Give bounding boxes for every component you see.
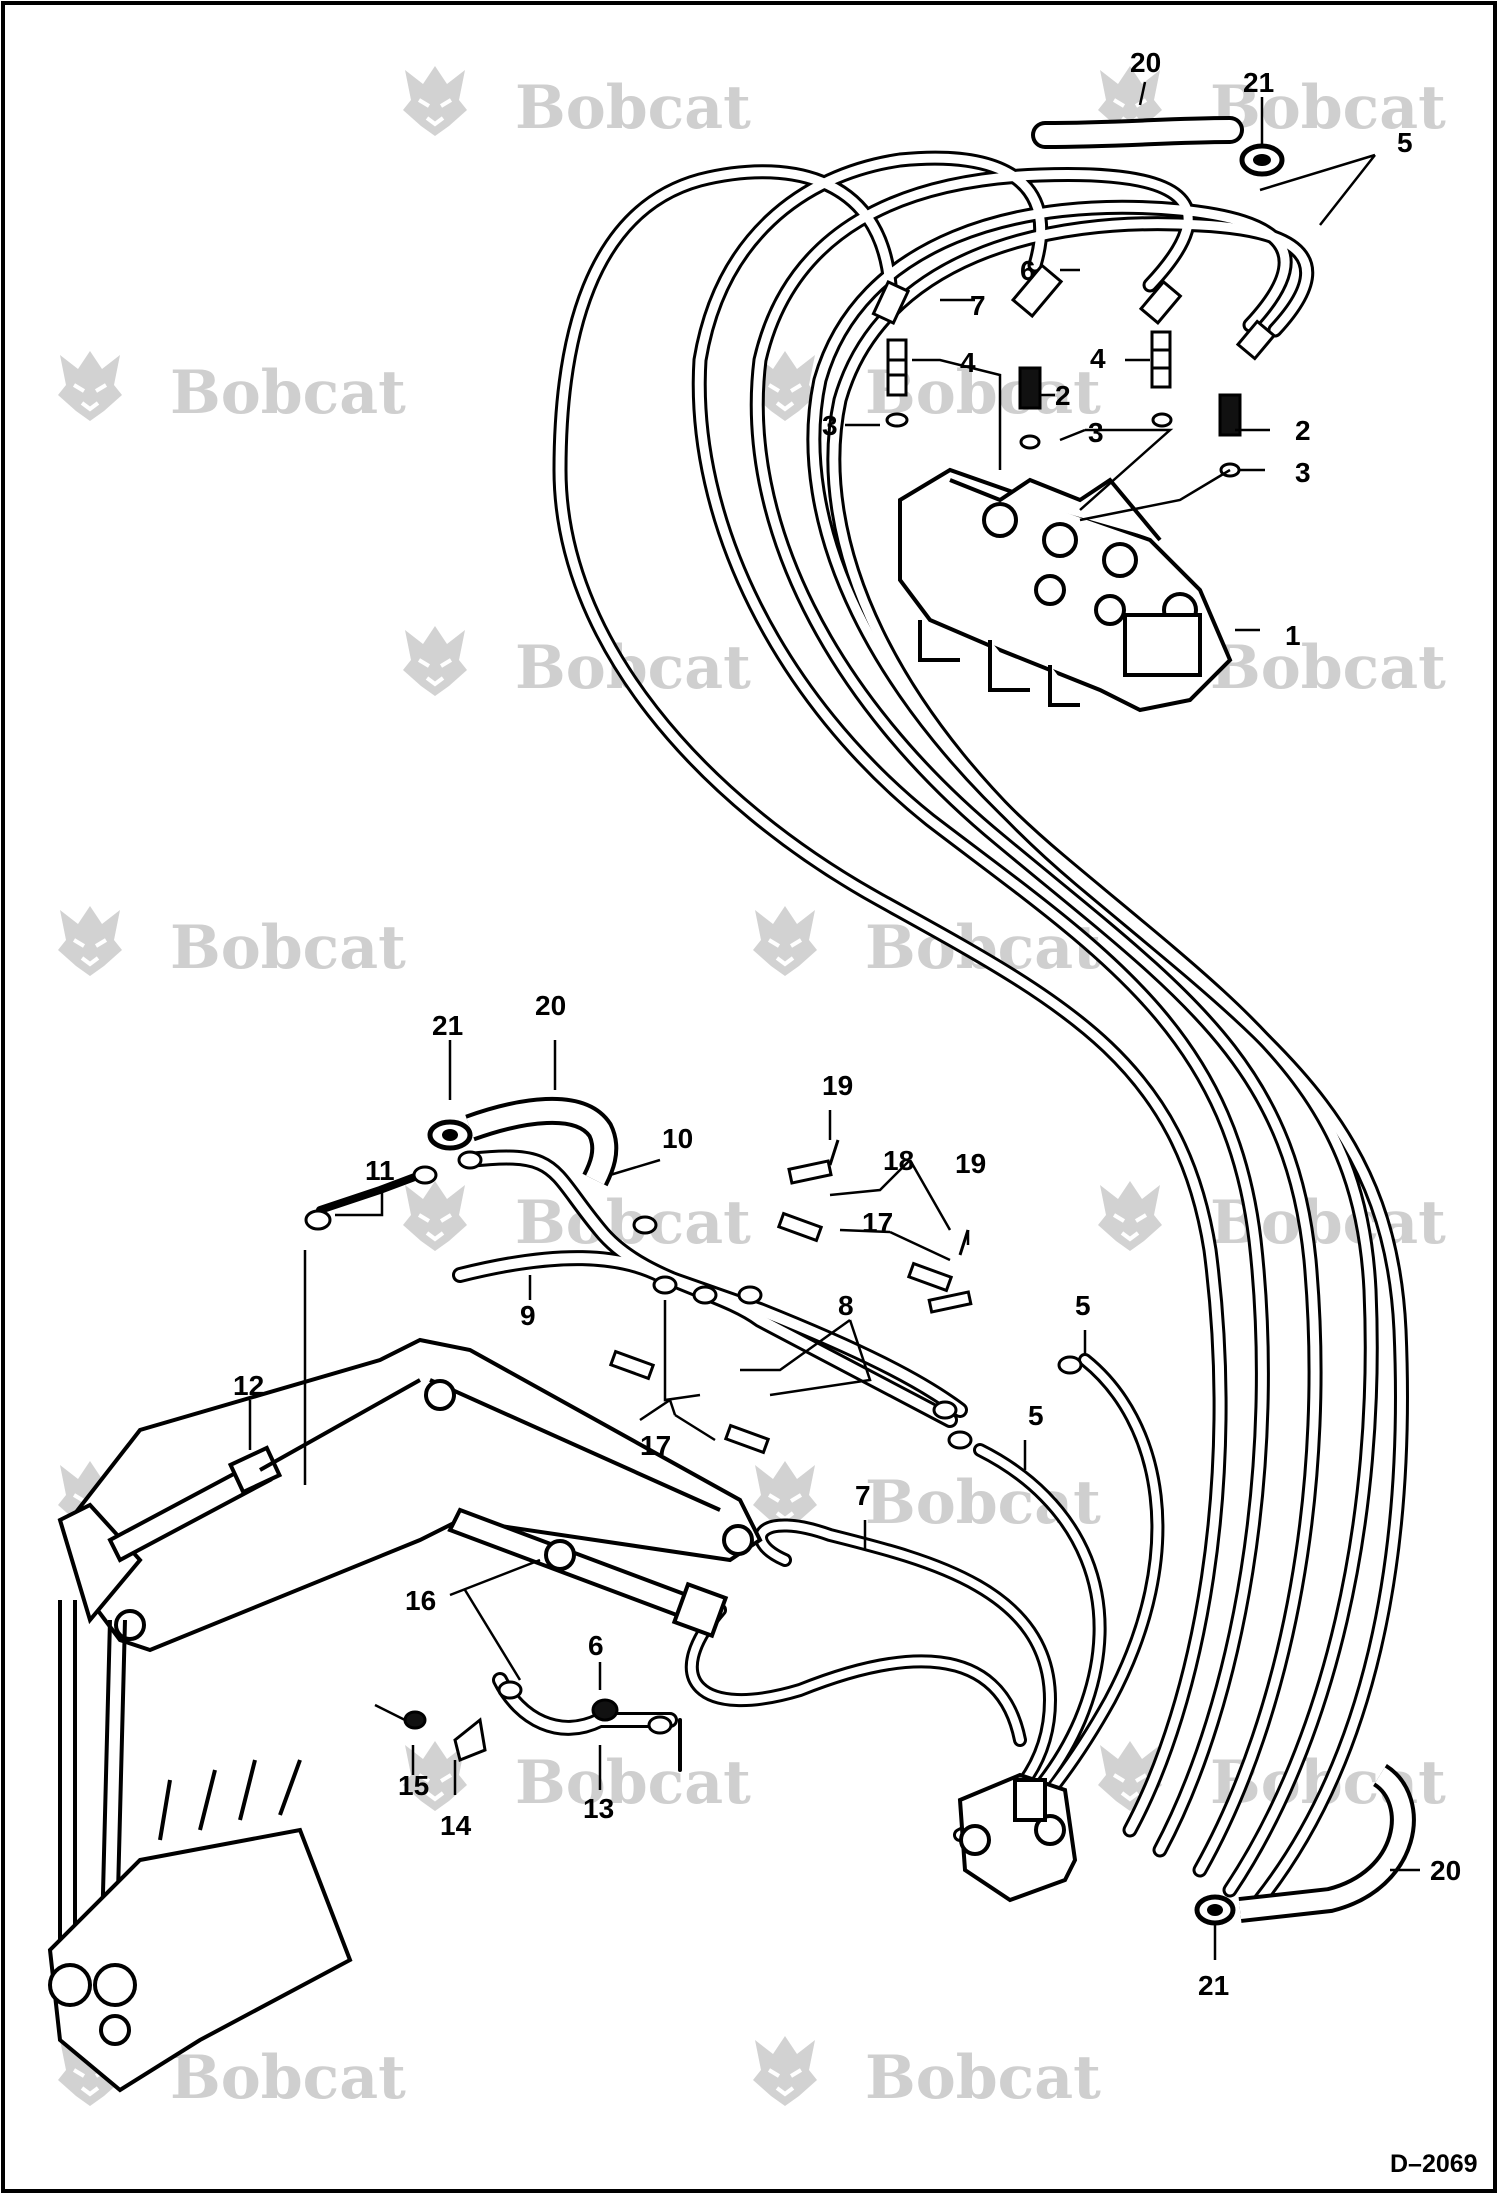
callout-17: 17 xyxy=(640,1430,671,1461)
hose-clamps xyxy=(608,1139,973,1455)
callout-13: 13 xyxy=(583,1793,614,1824)
callout-17: 17 xyxy=(862,1207,893,1238)
callout-18: 18 xyxy=(883,1145,914,1176)
callout-4: 4 xyxy=(960,347,976,378)
watermark-text: Bobcat xyxy=(1210,633,1446,703)
callout-6: 6 xyxy=(1020,255,1036,286)
callout-20: 20 xyxy=(1430,1855,1461,1886)
callout-2: 2 xyxy=(1055,380,1071,411)
watermark: Bobcat xyxy=(56,904,406,983)
callout-3: 3 xyxy=(1088,417,1104,448)
swing-block xyxy=(957,1772,1078,1903)
watermark-text: Bobcat xyxy=(170,358,406,428)
callout-21: 21 xyxy=(1243,67,1274,98)
control-valve xyxy=(898,467,1233,713)
watermark-text: Bobcat xyxy=(865,2043,1101,2113)
watermark-text: Bobcat xyxy=(515,1748,751,1818)
callout-5: 5 xyxy=(1075,1290,1091,1321)
hose-sleeve-bottom xyxy=(1194,1763,1416,1926)
lower-hoses xyxy=(692,1353,1158,1867)
callout-3: 3 xyxy=(1295,457,1311,488)
watermark: Bobcat xyxy=(751,2034,1101,2113)
callout-5: 5 xyxy=(1028,1400,1044,1431)
valve-fittings xyxy=(871,263,1277,478)
hose-sleeve-mid xyxy=(427,1096,619,1187)
figure-id: D–2069 xyxy=(1390,2150,1478,2178)
callout-19: 19 xyxy=(955,1148,986,1179)
callout-11: 11 xyxy=(365,1155,395,1186)
hydraulic-cylinders xyxy=(107,1378,729,1639)
callout-4: 4 xyxy=(1090,343,1106,374)
watermark: Bobcat xyxy=(1096,64,1446,143)
callout-16: 16 xyxy=(405,1585,436,1616)
callout-labels: 20 21 5 7 6 4 2 4 3 3 2 3 1 21 20 19 11 … xyxy=(233,47,1461,2001)
watermark: Bobcat xyxy=(1096,624,1446,703)
arm-fittings xyxy=(304,1150,1083,1763)
watermark: Bobcat xyxy=(56,2034,406,2113)
callout-7: 7 xyxy=(970,290,986,321)
watermark-text: Bobcat xyxy=(1210,73,1446,143)
watermark-text: Bobcat xyxy=(515,73,751,143)
callout-20: 20 xyxy=(1130,47,1161,78)
callout-20: 20 xyxy=(535,990,566,1021)
callout-14: 14 xyxy=(440,1810,472,1841)
excavator-arm xyxy=(47,1337,763,2093)
callout-15: 15 xyxy=(398,1770,429,1801)
callout-21: 21 xyxy=(432,1010,463,1041)
callout-9: 9 xyxy=(520,1300,536,1331)
callout-5: 5 xyxy=(1397,127,1413,158)
callout-1: 1 xyxy=(1285,620,1301,651)
leader-lines xyxy=(248,81,1420,1960)
callout-6: 6 xyxy=(588,1630,604,1661)
callout-8: 8 xyxy=(838,1290,854,1321)
callout-7: 7 xyxy=(855,1480,871,1511)
watermark: Bobcat xyxy=(401,1739,751,1818)
hose-bundle xyxy=(552,158,1401,1908)
callout-2: 2 xyxy=(1295,415,1311,446)
callout-12: 12 xyxy=(233,1370,264,1401)
callout-21: 21 xyxy=(1198,1970,1229,2001)
watermark: Bobcat xyxy=(401,624,751,703)
watermark-text: Bobcat xyxy=(170,913,406,983)
watermark: Bobcat xyxy=(401,64,751,143)
watermark: Bobcat xyxy=(56,349,406,428)
callout-3: 3 xyxy=(822,410,838,441)
watermark-text: Bobcat xyxy=(170,2043,406,2113)
callout-10: 10 xyxy=(662,1123,693,1154)
watermark: Bobcat xyxy=(751,349,1101,428)
callout-19: 19 xyxy=(822,1070,853,1101)
hose-sleeve-top xyxy=(1031,116,1285,177)
